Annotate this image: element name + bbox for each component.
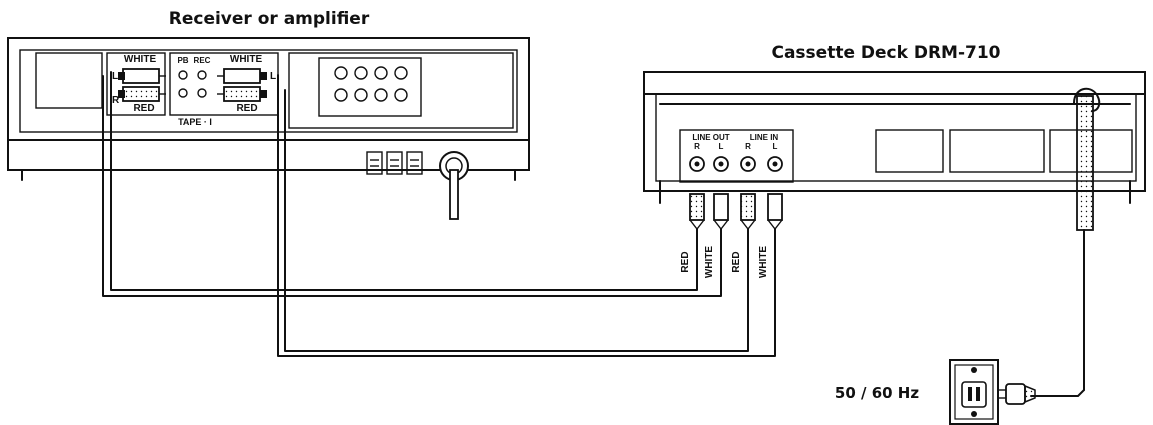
- cassette-deck-panel: LINE OUT LINE IN R L R L: [643, 71, 1146, 397]
- deck-plug-white-2[interactable]: [767, 193, 783, 231]
- cable-red-1: [110, 71, 698, 291]
- white-label-right: WHITE: [230, 54, 263, 65]
- cable-label-white-2: WHITE: [758, 246, 769, 279]
- receiver-power-cord-icon: [439, 151, 469, 220]
- receiver-plug-red-left[interactable]: [118, 86, 166, 102]
- cable-label-red-2: RED: [731, 251, 742, 272]
- deck-plug-red-1[interactable]: [689, 193, 705, 231]
- jack-l1-label: L: [719, 142, 724, 151]
- deck-title: Cassette Deck DRM-710: [771, 43, 1000, 63]
- deck-plug-red-2[interactable]: [740, 193, 756, 231]
- deck-plug-white-1[interactable]: [713, 193, 729, 231]
- receiver-plug-white-right[interactable]: [217, 68, 267, 84]
- deck-jacks: [689, 156, 783, 172]
- l-label-left: L: [112, 71, 118, 82]
- speaker-terminal-window: [288, 52, 514, 129]
- deck-window-2: [949, 129, 1045, 173]
- deck-power-cord-icon: [1030, 87, 1101, 397]
- receiver-panel: WHITE WHITE L L R RED RED PB REC TAPE · …: [7, 37, 530, 220]
- cable-white-2: [277, 74, 776, 357]
- cable-red-2: [284, 89, 749, 352]
- deck-window-1: [875, 129, 944, 173]
- jack-r1-label: R: [694, 142, 700, 151]
- white-label-left: WHITE: [124, 54, 157, 65]
- ac-plug-icon: [999, 383, 1036, 405]
- cable-label-white-1: WHITE: [704, 246, 715, 279]
- cable-white-1: [102, 75, 722, 297]
- red-label-left: RED: [133, 103, 154, 114]
- pb-label: PB: [177, 56, 188, 65]
- frequency-label: 50 / 60 Hz: [835, 384, 919, 402]
- line-out-label: LINE OUT: [692, 133, 729, 142]
- receiver-plug-red-right[interactable]: [217, 86, 267, 102]
- jack-r2-label: R: [745, 142, 751, 151]
- speaker-terminals: [318, 57, 422, 117]
- jack-l2-label: L: [773, 142, 778, 151]
- receiver-switches: [366, 151, 423, 175]
- wall-outlet-icon: [949, 359, 999, 425]
- l-label-right: L: [270, 71, 276, 82]
- deck-line-jacks: [679, 129, 794, 183]
- receiver-title: Receiver or amplifier: [169, 9, 370, 29]
- receiver-plug-white-left[interactable]: [118, 68, 166, 84]
- rec-label: REC: [194, 56, 211, 65]
- red-label-right: RED: [236, 103, 257, 114]
- tape-label: TAPE · I: [178, 117, 212, 127]
- tape-in-jack-group: [106, 52, 166, 116]
- r-label-left: R: [112, 95, 120, 106]
- line-in-label: LINE IN: [750, 133, 779, 142]
- cable-label-red-1: RED: [680, 251, 691, 272]
